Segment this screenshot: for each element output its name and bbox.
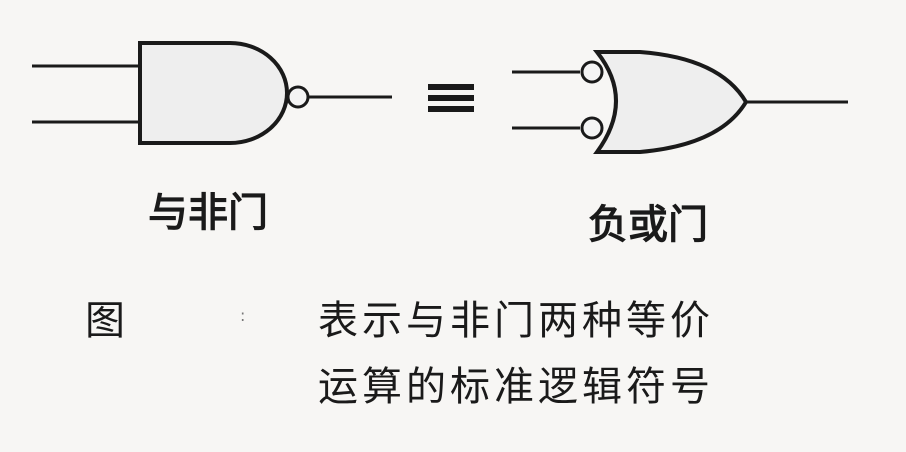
nand-gate-body — [138, 41, 289, 145]
nand-gate — [32, 41, 392, 145]
caption-line-1: 表示与非门两种等价 — [318, 298, 714, 344]
nor-gate-body — [592, 50, 749, 154]
figure-separator: : — [240, 306, 246, 325]
caption-line-2: 运算的标准逻辑符号 — [318, 364, 714, 410]
nand-gate-label: 与非门 — [148, 190, 268, 236]
nand-output-bubble — [286, 85, 310, 109]
nor-input-a-bubble — [580, 60, 604, 84]
nor-input-b-bubble — [580, 116, 604, 140]
nor-gate-label: 负或门 — [588, 202, 708, 248]
nor-gate — [512, 50, 848, 154]
figure-prefix: 图 — [85, 298, 125, 344]
equivalence-symbol — [428, 84, 474, 112]
